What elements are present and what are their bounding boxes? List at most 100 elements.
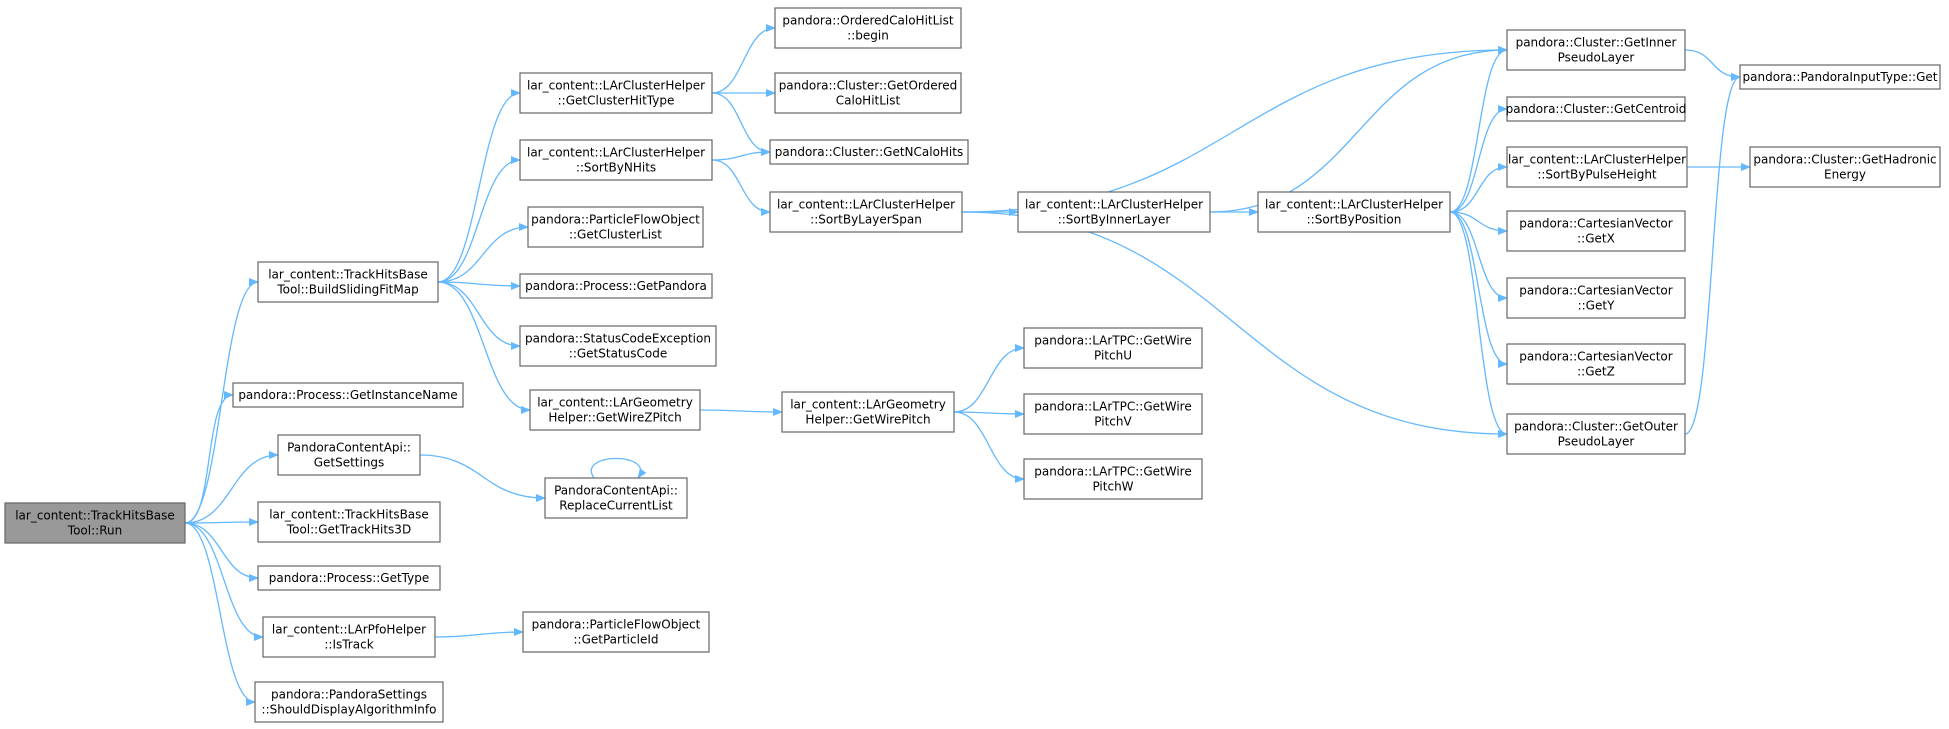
node-label: ::IsTrack <box>324 638 373 652</box>
node-label: Tool::Run <box>67 524 122 538</box>
node-box <box>519 273 713 299</box>
node-label: lar_content::LArGeometry <box>790 398 946 412</box>
node-getClusterHitType[interactable]: lar_content::LArClusterHelper::GetCluste… <box>519 72 713 114</box>
node-sortByPosition[interactable]: lar_content::LArClusterHelper::SortByPos… <box>1257 191 1451 233</box>
node-label: ::SortByPulseHeight <box>1537 168 1657 182</box>
edge-line <box>711 92 771 156</box>
edge-run-to-getInstanceName <box>184 391 234 524</box>
node-box <box>544 477 688 519</box>
node-label: Helper::GetWirePitch <box>805 413 930 427</box>
node-box <box>1017 191 1211 233</box>
node-getType[interactable]: pandora::Process::GetType <box>257 565 441 591</box>
nodes-layer: lar_content::TrackHitsBaseTool::Runlar_c… <box>4 7 1941 723</box>
node-sortByInnerLayer[interactable]: lar_content::LArClusterHelper::SortByInn… <box>1017 191 1211 233</box>
edge-line <box>1449 163 1508 213</box>
node-label: ::GetZ <box>1577 365 1615 379</box>
node-getZ[interactable]: pandora::CartesianVector::GetZ <box>1506 343 1686 385</box>
node-label: ::SortByPosition <box>1307 213 1402 227</box>
node-label: pandora::Cluster::GetOuter <box>1514 420 1678 434</box>
edge-line <box>437 223 529 283</box>
node-label: lar_content::LArGeometry <box>537 396 693 410</box>
node-box <box>1506 146 1688 188</box>
edge-line <box>1209 46 1508 213</box>
node-getWirePitch[interactable]: lar_content::LArGeometryHelper::GetWireP… <box>781 391 955 433</box>
edge-buildSliding-to-getStatusCode <box>437 281 521 350</box>
edge-line <box>1449 211 1508 368</box>
node-getWireZPitch[interactable]: lar_content::LArGeometryHelper::GetWireZ… <box>529 389 701 431</box>
edge-buildSliding-to-getPandora <box>437 281 521 290</box>
node-getX[interactable]: pandora::CartesianVector::GetX <box>1506 210 1686 252</box>
node-getTrackHits3D[interactable]: lar_content::TrackHitsBaseTool::GetTrack… <box>257 501 441 543</box>
node-shouldDisplay[interactable]: pandora::PandoraSettings::ShouldDisplayA… <box>254 681 444 723</box>
node-getNCaloHits[interactable]: pandora::Cluster::GetNCaloHits <box>769 139 969 165</box>
node-label: ::GetClusterList <box>569 228 662 242</box>
node-getParticleId[interactable]: pandora::ParticleFlowObject::GetParticle… <box>522 611 710 653</box>
node-label: ::GetParticleId <box>574 633 659 647</box>
edge-sortByPosition-to-getY <box>1449 211 1508 302</box>
node-box <box>1506 210 1686 252</box>
node-getInstanceName[interactable]: pandora::Process::GetInstanceName <box>232 382 464 408</box>
node-label: Tool::BuildSlidingFitMap <box>276 283 418 297</box>
node-buildSliding[interactable]: lar_content::TrackHitsBaseTool::BuildSli… <box>257 261 439 303</box>
node-label: pandora::LArTPC::GetWire <box>1034 334 1191 348</box>
node-label: PseudoLayer <box>1558 435 1635 449</box>
node-label: pandora::CartesianVector <box>1519 217 1673 231</box>
node-label: pandora::LArTPC::GetWire <box>1034 400 1191 414</box>
edge-line <box>184 451 279 524</box>
edge-getWirePitch-to-pitchU <box>953 344 1025 413</box>
edge-sortByPosition-to-getX <box>1449 211 1508 235</box>
node-getCentroid[interactable]: pandora::Cluster::GetCentroid <box>1506 96 1687 122</box>
node-box <box>527 206 704 248</box>
node-box <box>257 565 441 591</box>
edge-line <box>437 156 521 283</box>
node-inputTypeGet[interactable]: pandora::PandoraInputType::Get <box>1739 64 1941 90</box>
node-getSettings[interactable]: PandoraContentApi::GetSettings <box>277 434 421 476</box>
edge-sortByPosition-to-getInnerPseudoLayer <box>1449 46 1508 213</box>
node-isTrack[interactable]: lar_content::LArPfoHelper::IsTrack <box>262 616 436 658</box>
node-label: PseudoLayer <box>1558 51 1635 65</box>
node-getY[interactable]: pandora::CartesianVector::GetY <box>1506 277 1686 319</box>
edge-line <box>1684 73 1741 435</box>
node-label: lar_content::TrackHitsBase <box>15 509 175 523</box>
node-label: ::SortByLayerSpan <box>810 213 922 227</box>
node-sortByNHits[interactable]: lar_content::LArClusterHelper::SortByNHi… <box>519 139 713 181</box>
node-box <box>769 191 963 233</box>
node-label: pandora::Cluster::GetInner <box>1516 36 1677 50</box>
node-box <box>1506 29 1686 71</box>
node-label: ::GetX <box>1577 232 1615 246</box>
node-replaceCurrentList[interactable]: PandoraContentApi::ReplaceCurrentList <box>544 477 688 519</box>
edge-line <box>437 281 521 350</box>
node-label: pandora::Cluster::GetOrdered <box>779 79 958 93</box>
node-orderedBegin[interactable]: pandora::OrderedCaloHitList::begin <box>774 7 962 49</box>
node-label: pandora::CartesianVector <box>1519 350 1673 364</box>
node-getClusterList[interactable]: pandora::ParticleFlowObject::GetClusterL… <box>527 206 704 248</box>
edge-line <box>184 518 259 527</box>
node-sortByLayerSpan[interactable]: lar_content::LArClusterHelper::SortByLay… <box>769 191 963 233</box>
node-label: pandora::PandoraSettings <box>271 688 427 702</box>
edge-line <box>953 409 1025 418</box>
node-box <box>1739 64 1941 90</box>
edge-line <box>437 281 521 290</box>
edge-buildSliding-to-getWireZPitch <box>437 281 531 414</box>
node-box <box>781 391 955 433</box>
node-label: lar_content::LArClusterHelper <box>1025 198 1203 212</box>
node-box <box>519 325 717 367</box>
node-box <box>232 382 464 408</box>
edge-isTrack-to-getParticleId <box>434 628 524 638</box>
node-getStatusCode[interactable]: pandora::StatusCodeException::GetStatusC… <box>519 325 717 367</box>
node-getPandora[interactable]: pandora::Process::GetPandora <box>519 273 713 299</box>
node-sortByPulseHeight[interactable]: lar_content::LArClusterHelper::SortByPul… <box>1506 146 1688 188</box>
node-label: lar_content::LArClusterHelper <box>1508 153 1686 167</box>
node-label: PandoraContentApi:: <box>287 441 411 455</box>
node-box <box>1506 413 1686 455</box>
node-label: lar_content::LArPfoHelper <box>272 623 426 637</box>
edge-getInnerPseudoLayer-to-inputTypeGet <box>1684 49 1741 81</box>
